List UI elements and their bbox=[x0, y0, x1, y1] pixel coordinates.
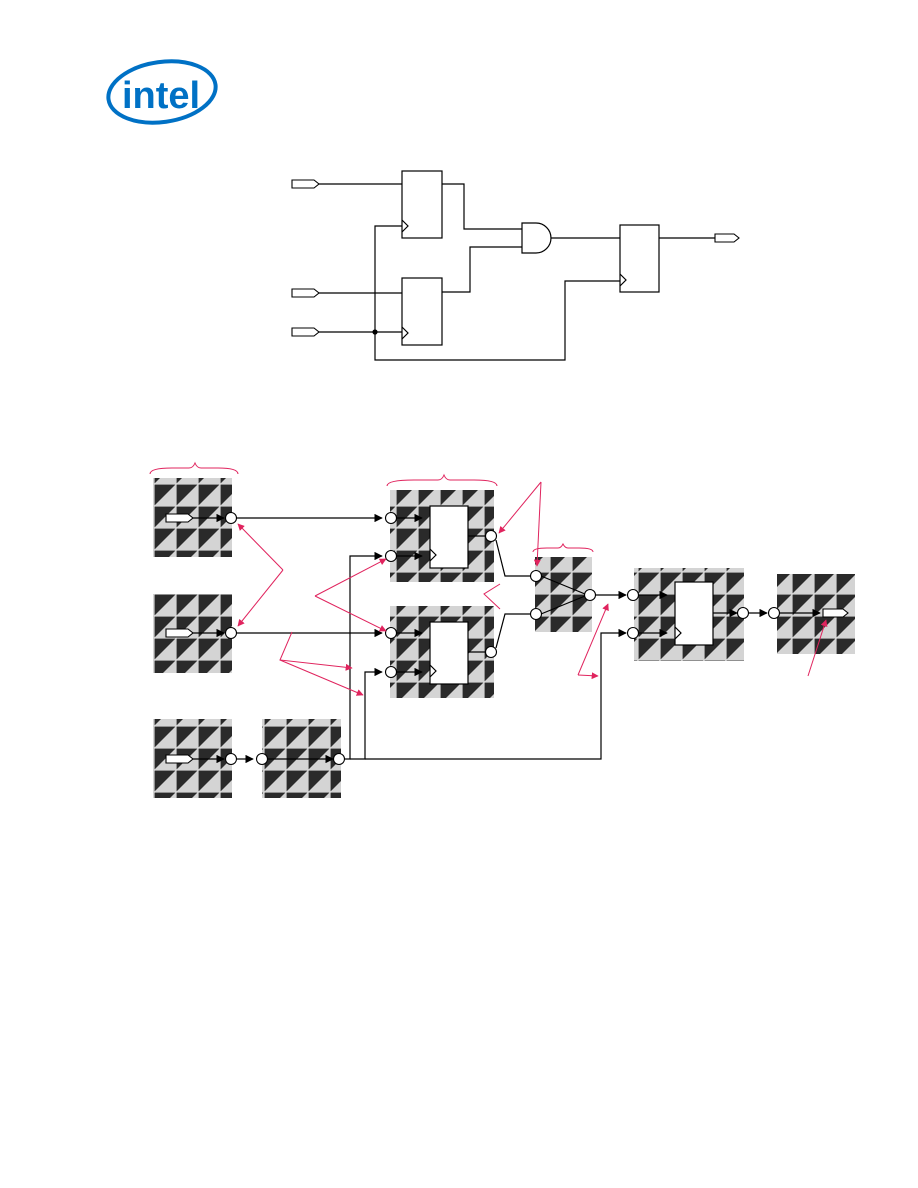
intel-logo: intel bbox=[106, 59, 218, 125]
routing-node-icon bbox=[384, 626, 398, 640]
lut-cell bbox=[535, 557, 592, 632]
wire bbox=[350, 667, 383, 760]
wire bbox=[540, 575, 586, 595]
wire bbox=[442, 246, 522, 293]
flip-flop-icon bbox=[619, 224, 660, 293]
routing-node-icon bbox=[384, 665, 398, 679]
input-port-icon bbox=[291, 179, 320, 189]
routing-node-icon bbox=[529, 569, 543, 583]
routing-node-icon bbox=[736, 606, 750, 620]
routing-node-icon bbox=[484, 529, 498, 543]
and-gate-icon bbox=[521, 222, 552, 254]
input-port-icon bbox=[165, 513, 194, 523]
intel-logo-text: intel bbox=[122, 75, 200, 117]
wire bbox=[343, 551, 383, 760]
input-port-icon bbox=[291, 327, 320, 337]
wire bbox=[495, 613, 531, 649]
schematic-top bbox=[291, 170, 740, 361]
wire bbox=[540, 595, 586, 615]
routing-node-icon bbox=[583, 588, 597, 602]
routing-node-icon bbox=[332, 752, 346, 766]
output-port-icon bbox=[822, 608, 849, 618]
routing-node-icon bbox=[224, 752, 238, 766]
routing-node-icon bbox=[767, 606, 781, 620]
fpga-implementation bbox=[149, 461, 855, 798]
flip-flop-icon bbox=[429, 505, 469, 569]
routing-node-icon bbox=[224, 626, 238, 640]
flip-flop-icon bbox=[401, 277, 443, 346]
input-port-icon bbox=[165, 754, 194, 764]
output-port-icon bbox=[714, 233, 740, 243]
wire bbox=[365, 628, 627, 760]
routing-node-icon bbox=[626, 626, 640, 640]
flip-flop-icon bbox=[429, 621, 469, 685]
routing-nodes bbox=[224, 511, 781, 766]
routing-node-icon bbox=[224, 511, 238, 525]
annotation-braces bbox=[149, 461, 594, 553]
routing-node-icon bbox=[384, 549, 398, 563]
input-port-icon bbox=[165, 628, 194, 638]
routing-node-icon bbox=[384, 511, 398, 525]
wire bbox=[495, 539, 531, 577]
annotation-arrows bbox=[237, 481, 828, 696]
routing-node-icon bbox=[255, 752, 269, 766]
wire bbox=[374, 225, 620, 361]
routing-node-icon bbox=[529, 607, 543, 621]
flip-flop-icon bbox=[401, 170, 443, 239]
flip-flop-icon bbox=[674, 581, 714, 646]
wire bbox=[442, 183, 522, 230]
routing-node-icon bbox=[626, 588, 640, 602]
routing-node-icon bbox=[484, 645, 498, 659]
input-port-icon bbox=[291, 288, 320, 298]
